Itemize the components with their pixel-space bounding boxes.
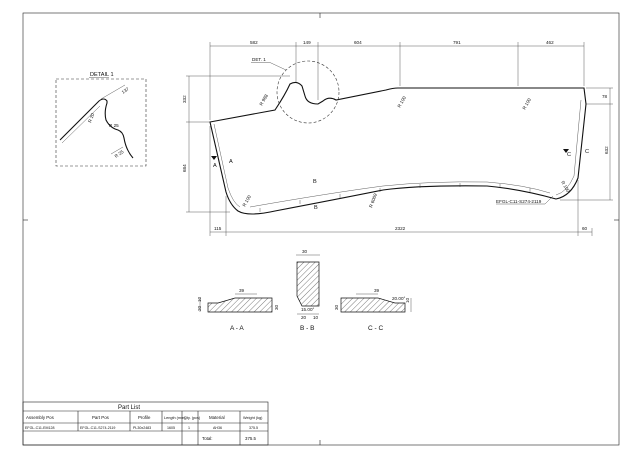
header-assembly-pos: Assembly Pos	[26, 415, 55, 420]
radius-2: R 100	[397, 95, 408, 109]
section-mark-c2: C	[585, 149, 589, 155]
total-label: Total:	[202, 436, 213, 441]
header-part-pos: Part Pos	[92, 415, 110, 420]
row-part-pos: EFGL-C11-S274-2119	[80, 426, 115, 430]
section-c-c: 39 20.00° 10 30 C - C	[334, 288, 412, 332]
radius-4: R 100	[242, 194, 253, 208]
header-profile: Profile	[138, 415, 151, 420]
aa-dim-10: 10	[197, 296, 202, 302]
drawing-border	[22, 12, 620, 446]
row-weight: 375.5	[249, 426, 258, 430]
radius-6: R 6009	[368, 192, 378, 208]
top-dim-1: 582	[250, 40, 258, 45]
cc-title: C - C	[368, 325, 383, 332]
aa-dim-39: 39	[239, 288, 245, 293]
detail-dim-r25a: R 25	[109, 123, 119, 128]
left-dim-1: 332	[182, 95, 187, 103]
row-profile: PL30x2483	[133, 426, 151, 430]
bb-title: B - B	[300, 325, 314, 332]
header-qty: Qty. (pcs)	[184, 416, 201, 420]
detail-circle	[276, 60, 340, 124]
bb-dim-angle: 15.00°	[301, 307, 314, 312]
row-length: 1605	[167, 426, 175, 430]
detail-1-label: DETAIL 1	[90, 72, 114, 78]
aa-title: A - A	[230, 325, 244, 332]
bottom-dim-2: 2322	[395, 226, 406, 231]
header-length: Length (mm)	[164, 416, 186, 420]
row-material: AH36	[213, 426, 222, 430]
bb-dim-10: 10	[313, 315, 319, 320]
bottom-dim-3: 60	[582, 226, 588, 231]
cc-dim-angle: 20.00°	[392, 296, 405, 301]
detail-1-view: DETAIL 1 137 R 20 R 25 R 25	[55, 72, 147, 167]
top-dim-4: 791	[453, 40, 461, 45]
plate-view: DET. 1 582 149 604 791 462 332 684 78 63…	[182, 40, 613, 236]
header-material: Material	[209, 415, 225, 420]
section-mark-a1: A	[213, 163, 217, 169]
radius-3: R 100	[522, 97, 533, 111]
total-value: 375.5	[245, 436, 257, 441]
cc-dim-10: 10	[405, 297, 410, 303]
part-list-table: Part List Assembly Pos Part Pos Profile …	[22, 401, 269, 446]
left-dim-2: 684	[182, 164, 187, 172]
section-mark-a2: A	[229, 159, 233, 165]
aa-dim-30: 30	[274, 304, 279, 310]
section-a-a: 39 10 20 30 A - A	[197, 288, 279, 332]
section-mark-b2: B	[314, 205, 318, 211]
part-list-title: Part List	[118, 405, 140, 411]
bb-dim-30: 30	[302, 249, 308, 254]
bottom-dim-1: 115	[214, 226, 222, 231]
right-dim-1: 78	[602, 94, 608, 99]
cc-dim-30: 30	[334, 304, 339, 310]
plate-outline	[209, 81, 587, 215]
radius-5: R 100	[560, 180, 571, 194]
detail-dim-r20: R 20	[87, 112, 95, 123]
detail-dim-137: 137	[121, 86, 131, 95]
section-b-b: 30 15.00° 20 10 B - B	[296, 249, 320, 332]
top-dim-3: 604	[354, 40, 362, 45]
row-qty: 1	[188, 426, 190, 430]
aa-dim-20: 20	[197, 305, 202, 311]
top-dim-5: 462	[546, 40, 554, 45]
header-weight: Weight (kg)	[243, 416, 263, 420]
top-dim-2: 149	[303, 40, 311, 45]
detail-ref-label: DET. 1	[252, 57, 266, 62]
cc-dim-39: 39	[374, 288, 380, 293]
part-label: EFGL-C11-S274-2119	[496, 199, 542, 204]
row-assembly-pos: EFGL-C11-EM128	[25, 426, 55, 430]
bb-dim-20: 20	[301, 315, 307, 320]
section-mark-c1: C	[567, 152, 571, 158]
radius-1: R 988	[259, 93, 270, 107]
section-mark-b1: B	[313, 179, 317, 185]
detail-dim-r25b: R 25	[114, 149, 125, 159]
right-dim-2: 632	[604, 146, 609, 154]
